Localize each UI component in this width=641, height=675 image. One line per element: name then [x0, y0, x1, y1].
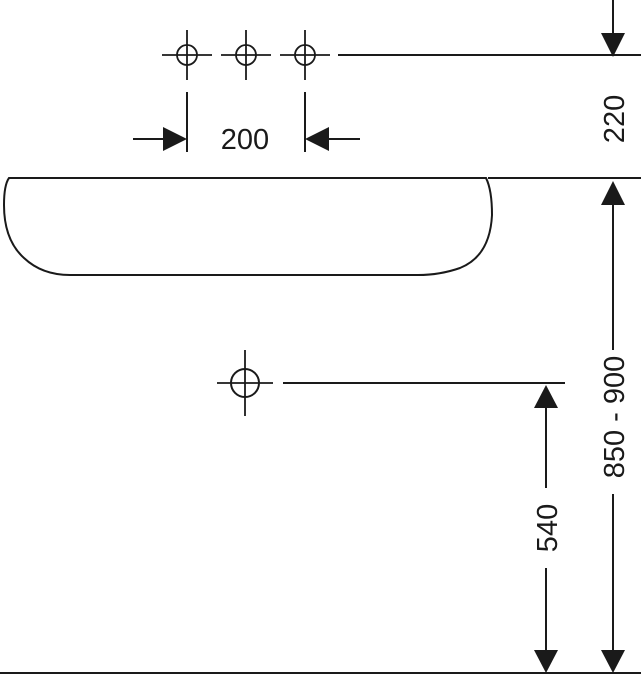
tap-hole-right	[280, 30, 330, 80]
tap-hole-center	[221, 30, 271, 80]
basin-outline	[2, 177, 494, 276]
tap-hole-left	[162, 30, 212, 80]
basin-height-label: 850 - 900	[599, 356, 631, 479]
top-offset-label: 220	[599, 95, 631, 143]
tap-spacing-dimension	[133, 127, 360, 151]
drain-hole	[217, 350, 273, 416]
basin-height-dimension	[601, 181, 625, 673]
drain-height-label: 540	[532, 504, 564, 552]
tap-spacing-label: 200	[221, 124, 269, 156]
top-reference-arrow	[601, 0, 625, 57]
drain-height-dimension	[534, 385, 558, 673]
